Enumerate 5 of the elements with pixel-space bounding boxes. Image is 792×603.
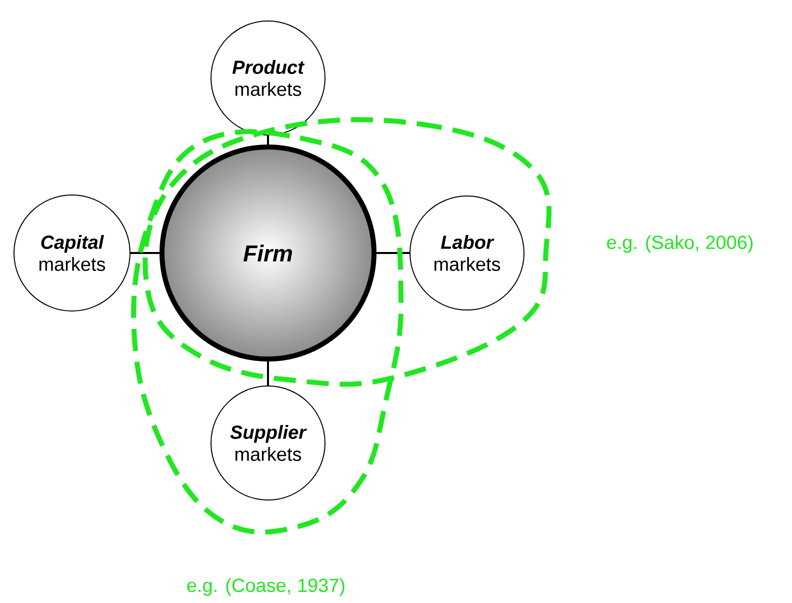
citation-label: e.g. (Sako, 2006) — [607, 235, 753, 253]
connector-line — [376, 252, 410, 254]
citation-label: e.g. (Coase, 1937) — [187, 578, 344, 596]
connector-line — [267, 136, 269, 144]
connector-line — [267, 362, 269, 386]
